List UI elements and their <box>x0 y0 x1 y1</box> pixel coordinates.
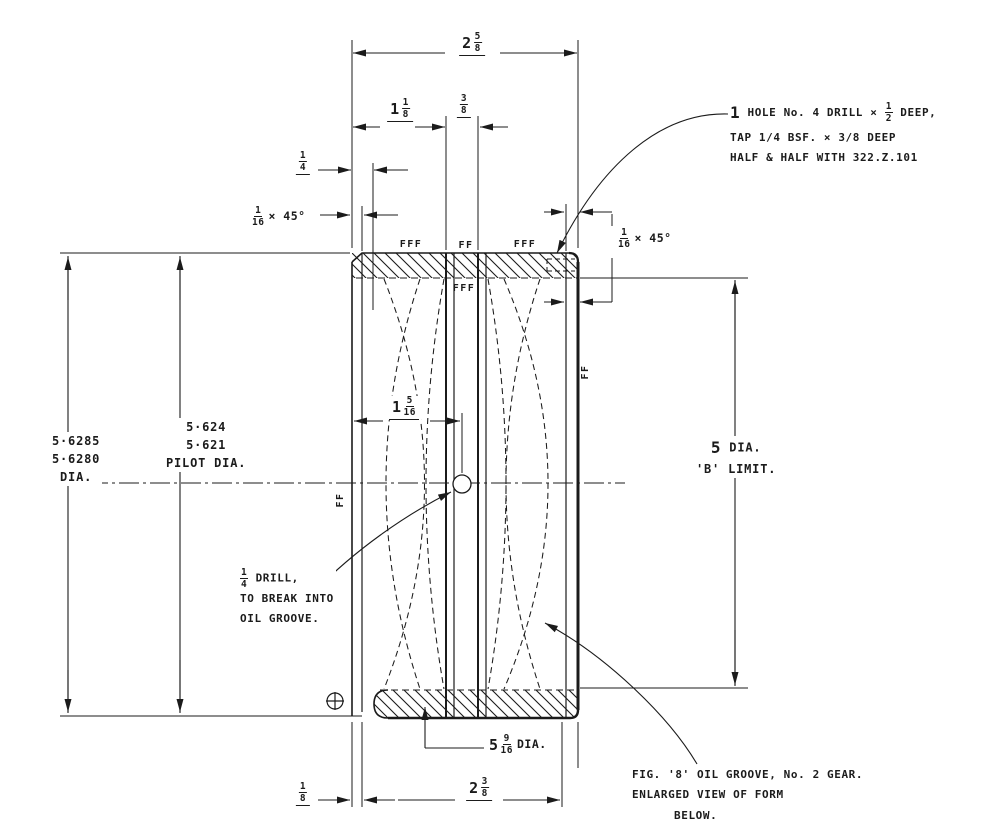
fig8-note-line3: BELOW. <box>674 808 718 822</box>
od-lower-limit: 5·6280 <box>52 452 101 466</box>
finish-mark-top-right: FFF <box>513 239 537 250</box>
pilot-unit: PILOT DIA. <box>166 456 247 470</box>
drill-note-line2: TO BREAK INTO <box>240 592 334 605</box>
fig8-note-line2: ENLARGED VIEW OF FORM <box>632 788 784 802</box>
datum-target-symbol <box>326 692 344 710</box>
fig8-oil-groove-curves <box>383 278 549 690</box>
bore-b-limit-line1: 5 DIA. <box>710 438 762 457</box>
od-unit: DIA. <box>60 470 93 484</box>
tapped-hole-hidden <box>546 258 575 272</box>
finish-mark-inner-top: FFF <box>452 283 476 294</box>
part-outline <box>351 163 580 720</box>
bore-b-limit-line2: 'B' LIMIT. <box>696 462 777 476</box>
fig8-note-line1: FIG. '8' OIL GROOVE, No. 2 GEAR. <box>632 768 864 781</box>
outer-diameter-limits: 5·6285 5·6280 DIA. <box>50 432 103 486</box>
finish-mark-left-od: FF <box>335 492 346 508</box>
tapped-hole-note-line2: TAP 1/4 BSF. × 3/8 DEEP <box>730 130 897 144</box>
finish-mark-top-mid: FF <box>458 240 474 251</box>
finish-mark-top-left: FFF <box>399 239 423 250</box>
fig8-oil-groove-note: FIG. '8' OIL GROOVE, No. 2 GEAR. ENLARGE… <box>630 765 866 827</box>
extension-lines <box>60 40 748 807</box>
pilot-diameter-limits: 5·624 5·621 PILOT DIA. <box>164 418 249 472</box>
pilot-lower-limit: 5·621 <box>186 438 227 452</box>
finish-mark-right-od: FF <box>580 364 591 380</box>
drill-hole-circle <box>452 474 472 494</box>
drill-note-line3: OIL GROOVE. <box>240 612 320 626</box>
tapped-hole-note-line3: HALF & HALF WITH 322.Z.101 <box>730 150 918 164</box>
note-leaders <box>313 113 729 765</box>
od-upper-limit: 5·6285 <box>52 434 101 448</box>
pilot-upper-limit: 5·624 <box>186 420 227 434</box>
bore-b-limit: 5 DIA. 'B' LIMIT. <box>694 436 779 478</box>
